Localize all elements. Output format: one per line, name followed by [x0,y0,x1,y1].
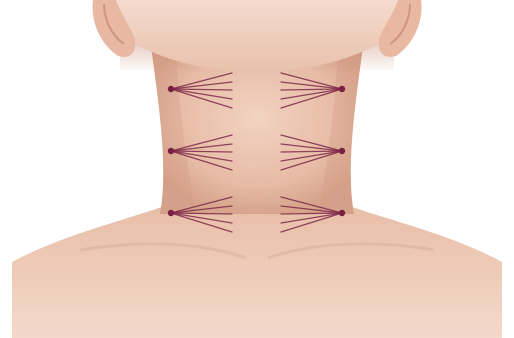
entry-point [339,210,345,216]
entry-point [339,86,345,92]
entry-point [168,86,174,92]
entry-point [168,210,174,216]
entry-point [339,148,345,154]
entry-point [168,148,174,154]
